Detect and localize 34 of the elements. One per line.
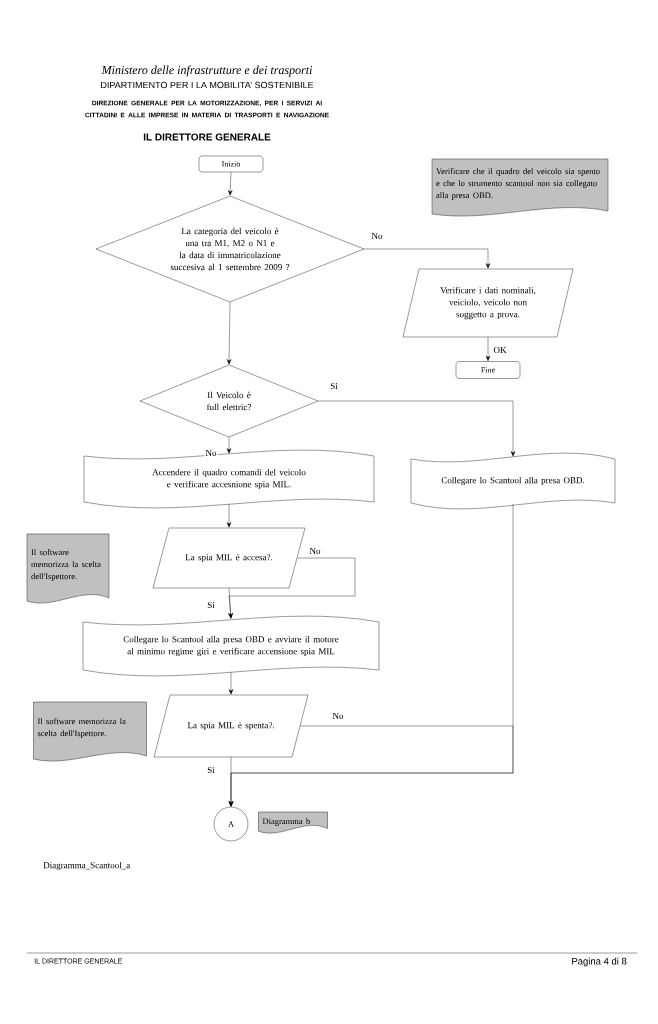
ministry-name: Ministero delle infrastrutture e dei trasporti xyxy=(101,65,313,77)
arrow xyxy=(485,337,491,361)
note-box: Verificare che il quadro del veicolo sia spento e che lo strumento scantool non sia collegato alla presa OBD. xyxy=(431,158,609,217)
heading: IL DIRETTORE GENERALE xyxy=(143,133,271,141)
arrow xyxy=(318,400,516,457)
edge-label: OK xyxy=(492,346,508,355)
arrow xyxy=(364,248,491,269)
arrow xyxy=(228,757,234,807)
page-number: Pagina 4 di 8 xyxy=(572,957,627,967)
department-name: DIPARTIMENTO PER I LA MOBILITA’ SOSTENIBILE xyxy=(101,81,314,89)
edge-label: No xyxy=(204,449,218,457)
arrow xyxy=(228,172,233,196)
note-box: Il software memorizza la scelta dell'Ispettore. xyxy=(33,701,147,762)
arrow xyxy=(228,588,233,619)
terminal-box: Inizio xyxy=(198,155,264,173)
arrow xyxy=(226,437,232,454)
decision-parallelogram: La spia MIL è accesa?. xyxy=(152,527,306,589)
note-box: Il software memorizza la scelta dell'Ispettore. xyxy=(26,533,110,604)
arrow xyxy=(226,302,232,365)
process-banner: Collegare lo Scantool alla presa OBD. xyxy=(410,452,616,510)
terminal-box: Fine xyxy=(455,361,521,379)
edge-label: No xyxy=(331,712,345,720)
note-box: Diagramma b xyxy=(258,811,328,834)
decision-parallelogram: Verificare i dati nominali, veiciolo, veicolo non soggetto a prova. xyxy=(402,268,574,338)
edge-label: No xyxy=(308,547,322,555)
decision-parallelogram: La spia MIL è spenta?. xyxy=(153,694,309,758)
edge-label: Si xyxy=(206,766,216,775)
arrow xyxy=(226,504,232,528)
edge-label: Si xyxy=(206,601,216,610)
process-banner: Collegare lo Scantool alla presa OBD e avviare il motore al minimo regime giri e verificare accensione spia MIL xyxy=(82,615,380,677)
edge-label: No xyxy=(370,232,384,240)
diagram-name: Diagramma_Scantool_a xyxy=(43,861,131,871)
arrow xyxy=(228,672,234,695)
edge-label: Si xyxy=(329,382,339,391)
